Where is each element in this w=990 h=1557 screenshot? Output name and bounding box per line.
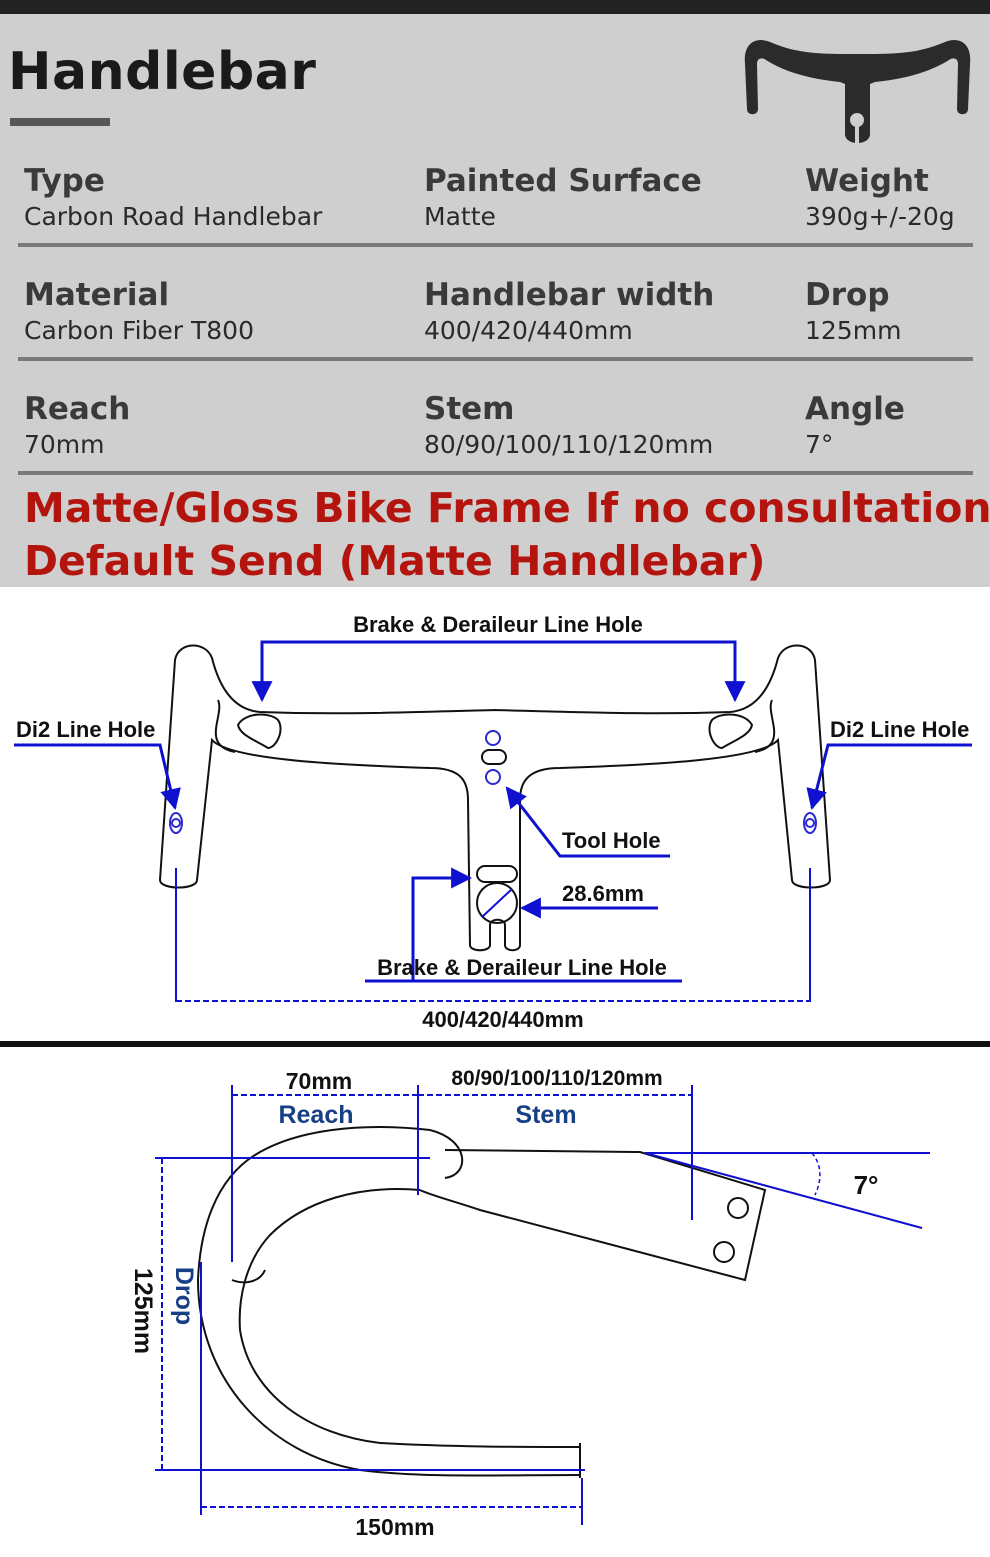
tool-hole-arrow: [505, 786, 670, 858]
spec-row: Material Carbon Fiber T800 Handlebar wid…: [18, 268, 973, 382]
spec-label: Angle: [805, 391, 905, 427]
handlebar-side-outline: [196, 1126, 767, 1478]
spec-handlebar-width: Handlebar width 400/420/440mm: [424, 276, 714, 348]
di2-line-hole-right-label: Di2 Line Hole: [830, 717, 969, 742]
finish-note-line1: Matte/Gloss Bike Frame If no consultatio…: [24, 484, 990, 532]
section-divider: [0, 1041, 990, 1047]
spec-label: Reach: [24, 391, 131, 427]
finish-note: Matte/Gloss Bike Frame If no consultatio…: [24, 482, 990, 588]
drop-value: 125mm: [129, 1268, 157, 1354]
reach-value: 70mm: [286, 1068, 352, 1094]
width-label: 400/420/440mm: [422, 1007, 583, 1032]
spec-weight: Weight 390g+/-20g: [805, 162, 955, 234]
spec-label: Stem: [424, 391, 515, 427]
stem-value: 80/90/100/110/120mm: [451, 1067, 662, 1090]
spec-stem: Stem 80/90/100/110/120mm: [424, 390, 713, 462]
page-title: Handlebar: [8, 42, 317, 102]
side-view-diagram: 70mm Reach 80/90/100/110/120mm Stem 7° 1…: [129, 1067, 930, 1540]
spec-painted-surface: Painted Surface Matte: [424, 162, 702, 234]
spec-drop: Drop 125mm: [805, 276, 901, 348]
spec-value: 125mm: [805, 316, 902, 345]
spec-value: 7°: [805, 430, 834, 459]
spec-grid: Type Carbon Road Handlebar Painted Surfa…: [18, 154, 973, 496]
spec-angle: Angle 7°: [805, 390, 905, 462]
spec-material: Material Carbon Fiber T800: [24, 276, 254, 348]
spec-label: Painted Surface: [424, 163, 702, 199]
finish-note-line2: Default Send (Matte Handlebar): [24, 537, 766, 585]
top-view-diagram: Brake & Deraileur Line Hole Di2 Line Hol…: [0, 612, 990, 1047]
spec-type: Type Carbon Road Handlebar: [24, 162, 322, 234]
spec-row: Reach 70mm Stem 80/90/100/110/120mm Angl…: [18, 382, 973, 496]
screw-holes: [169, 730, 817, 834]
reach-label: Reach: [278, 1101, 353, 1129]
tool-hole-label: Tool Hole: [562, 828, 661, 853]
spec-value: 70mm: [24, 430, 105, 459]
di2-right-arrow: [806, 743, 972, 811]
handlebar-top-outline: [158, 644, 832, 952]
spec-value: 80/90/100/110/120mm: [424, 430, 714, 459]
spec-row: Type Carbon Road Handlebar Painted Surfa…: [18, 154, 973, 268]
bottom-width-dimension: [200, 1262, 583, 1525]
spec-label: Material: [24, 277, 170, 313]
title-underline: [10, 118, 110, 126]
angle-lines: [644, 1152, 930, 1229]
spec-value: Matte: [424, 202, 496, 231]
brake-line-hole-top-label: Brake & Deraileur Line Hole: [353, 612, 643, 637]
spec-label: Type: [24, 163, 105, 199]
brake-line-arrows-top: [251, 640, 746, 703]
bottom-width-label: 150mm: [355, 1514, 434, 1540]
di2-line-hole-left-label: Di2 Line Hole: [16, 717, 155, 742]
handlebar-product-icon: [744, 40, 971, 146]
line-holes: [236, 713, 754, 883]
spec-value: Carbon Road Handlebar: [24, 202, 323, 231]
reach-dimension: [231, 1085, 419, 1262]
angle-label: 7°: [854, 1170, 879, 1200]
stem-label: Stem: [515, 1101, 576, 1129]
drop-dimension: [155, 1157, 585, 1471]
spec-panel: Handlebar Type Carbon Road Handlebar Pai…: [0, 0, 990, 587]
stem-bolt-holes: [713, 1197, 749, 1263]
spec-value: 400/420/440mm: [424, 316, 633, 345]
di2-left-arrow: [14, 743, 181, 811]
brake-line-arrow-bottom: [365, 867, 682, 983]
spec-reach: Reach 70mm: [24, 390, 130, 462]
spec-label: Weight: [805, 163, 929, 199]
clamp-hole: [476, 882, 518, 924]
spec-label: Handlebar width: [424, 277, 715, 313]
spec-label: Drop: [805, 277, 890, 313]
drop-label: Drop: [170, 1267, 198, 1325]
clamp-diameter-label: 28.6mm: [562, 881, 644, 906]
spec-value: 390g+/-20g: [805, 202, 955, 231]
spec-value: Carbon Fiber T800: [24, 316, 254, 345]
width-dimension: [175, 868, 811, 1002]
brake-line-hole-bottom-label: Brake & Deraileur Line Hole: [377, 955, 667, 980]
